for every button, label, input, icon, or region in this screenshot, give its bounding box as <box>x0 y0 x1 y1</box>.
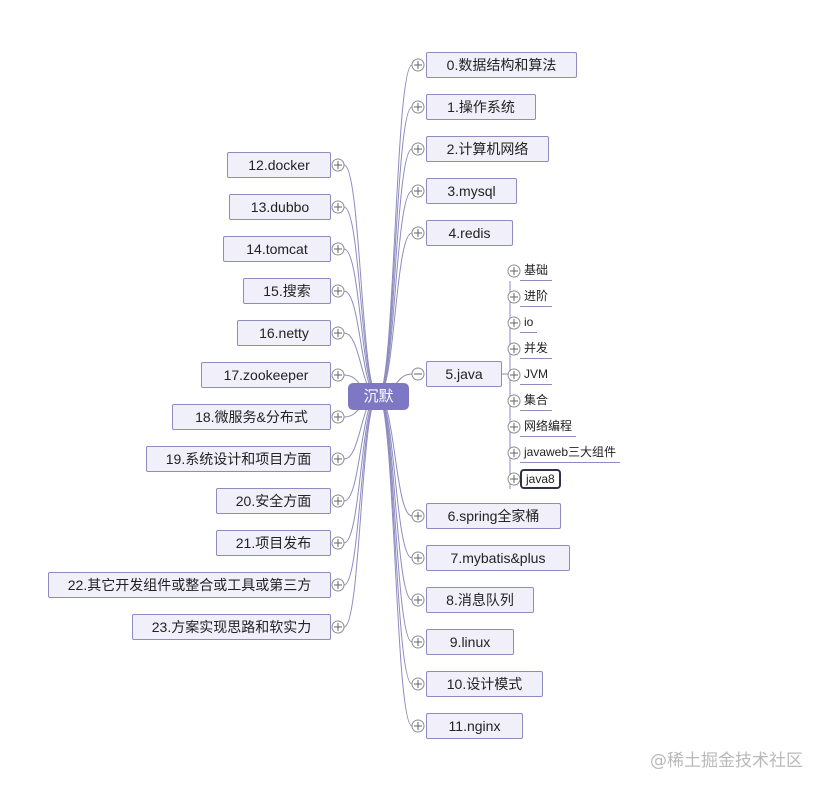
java-child-3[interactable]: 并发 <box>520 339 553 359</box>
branch-node-2[interactable]: 2.计算机网络 <box>426 136 549 162</box>
branch-node-13[interactable]: 13.dubbo <box>229 194 331 220</box>
connector-right-1 <box>377 106 413 397</box>
collapse-icon[interactable] <box>411 367 425 381</box>
expand-icon[interactable] <box>507 290 521 304</box>
connector-right-0 <box>377 64 413 397</box>
java-child-8[interactable]: java8 <box>520 469 561 489</box>
branch-node-10[interactable]: 10.设计模式 <box>426 671 543 697</box>
branch-node-15[interactable]: 15.搜索 <box>243 278 331 304</box>
branch-node-0[interactable]: 0.数据结构和算法 <box>426 52 577 78</box>
branch-node-11[interactable]: 11.nginx <box>426 713 523 739</box>
java-child-2[interactable]: io <box>520 313 538 333</box>
java-child-1[interactable]: 进阶 <box>520 287 553 307</box>
expand-icon[interactable] <box>331 200 345 214</box>
connector-right-10 <box>377 395 413 685</box>
connector-right-9 <box>377 395 413 643</box>
connector-left-9 <box>343 395 379 544</box>
expand-icon[interactable] <box>507 420 521 434</box>
connector-left-11 <box>343 395 379 628</box>
java-child-6[interactable]: 网络编程 <box>520 417 577 437</box>
expand-icon[interactable] <box>331 536 345 550</box>
expand-icon[interactable] <box>507 342 521 356</box>
expand-icon[interactable] <box>331 158 345 172</box>
branch-node-7[interactable]: 7.mybatis&plus <box>426 545 570 571</box>
branch-node-1[interactable]: 1.操作系统 <box>426 94 536 120</box>
connector-left-1 <box>343 206 379 397</box>
expand-icon[interactable] <box>331 452 345 466</box>
expand-icon[interactable] <box>507 446 521 460</box>
expand-icon[interactable] <box>331 578 345 592</box>
branch-node-20[interactable]: 20.安全方面 <box>216 488 331 514</box>
expand-icon[interactable] <box>331 284 345 298</box>
expand-icon[interactable] <box>331 242 345 256</box>
expand-icon[interactable] <box>331 326 345 340</box>
branch-node-9[interactable]: 9.linux <box>426 629 514 655</box>
expand-icon[interactable] <box>507 394 521 408</box>
branch-node-6[interactable]: 6.spring全家桶 <box>426 503 561 529</box>
connector-left-10 <box>343 395 379 586</box>
java-child-5[interactable]: 集合 <box>520 391 553 411</box>
connector-left-0 <box>343 164 379 397</box>
connector-left-2 <box>343 248 379 397</box>
expand-icon[interactable] <box>507 472 521 486</box>
expand-icon[interactable] <box>331 494 345 508</box>
branch-node-8[interactable]: 8.消息队列 <box>426 587 534 613</box>
branch-node-18[interactable]: 18.微服务&分布式 <box>172 404 331 430</box>
expand-icon[interactable] <box>507 316 521 330</box>
expand-icon[interactable] <box>411 100 425 114</box>
branch-node-4[interactable]: 4.redis <box>426 220 513 246</box>
connector-right-11 <box>377 395 413 727</box>
java-child-4[interactable]: JVM <box>520 365 552 385</box>
expand-icon[interactable] <box>507 264 521 278</box>
branch-node-21[interactable]: 21.项目发布 <box>216 530 331 556</box>
branch-node-23[interactable]: 23.方案实现思路和软实力 <box>132 614 331 640</box>
expand-icon[interactable] <box>331 368 345 382</box>
connector-right-2 <box>377 148 413 397</box>
branch-node-17[interactable]: 17.zookeeper <box>201 362 331 388</box>
branch-node-12[interactable]: 12.docker <box>227 152 331 178</box>
java-child-7[interactable]: javaweb三大组件 <box>520 443 621 463</box>
expand-icon[interactable] <box>411 551 425 565</box>
expand-icon[interactable] <box>411 593 425 607</box>
branch-node-3[interactable]: 3.mysql <box>426 178 517 204</box>
expand-icon[interactable] <box>411 635 425 649</box>
branch-node-22[interactable]: 22.其它开发组件或整合或工具或第三方 <box>48 572 331 598</box>
expand-icon[interactable] <box>411 509 425 523</box>
branch-node-5[interactable]: 5.java <box>426 361 502 387</box>
expand-icon[interactable] <box>507 368 521 382</box>
expand-icon[interactable] <box>411 142 425 156</box>
expand-icon[interactable] <box>331 410 345 424</box>
branch-node-16[interactable]: 16.netty <box>237 320 331 346</box>
expand-icon[interactable] <box>411 677 425 691</box>
watermark: @稀土掘金技术社区 <box>650 751 803 771</box>
branch-node-14[interactable]: 14.tomcat <box>223 236 331 262</box>
expand-icon[interactable] <box>411 184 425 198</box>
expand-icon[interactable] <box>331 620 345 634</box>
root-node[interactable]: 沉默 <box>348 383 409 410</box>
expand-icon[interactable] <box>411 719 425 733</box>
java-child-0[interactable]: 基础 <box>520 261 553 281</box>
branch-node-19[interactable]: 19.系统设计和项目方面 <box>146 446 331 472</box>
expand-icon[interactable] <box>411 58 425 72</box>
expand-icon[interactable] <box>411 226 425 240</box>
